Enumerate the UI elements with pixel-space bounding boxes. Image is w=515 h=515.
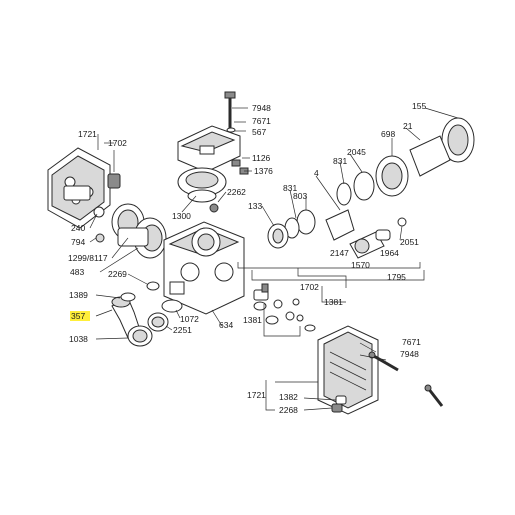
label-1126: 1126 bbox=[252, 153, 271, 163]
label-2045: 2045 bbox=[347, 147, 366, 157]
label-21: 21 bbox=[403, 121, 413, 131]
label-1300: 1300 bbox=[172, 211, 191, 221]
label-4: 4 bbox=[314, 168, 319, 178]
leader-lines bbox=[89, 107, 459, 411]
bolt-7948-top bbox=[224, 91, 236, 128]
label-155: 155 bbox=[412, 101, 426, 111]
label-1721-top: 1721 bbox=[78, 129, 97, 139]
label-2262: 2262 bbox=[227, 187, 246, 197]
cover-plate-1721-bottom bbox=[317, 325, 379, 415]
oring-2269 bbox=[146, 281, 160, 291]
valve-insert-set-1702 bbox=[253, 283, 316, 332]
label-1570: 1570 bbox=[351, 260, 370, 270]
label-1382: 1382 bbox=[279, 392, 298, 402]
bearing-21 bbox=[409, 135, 451, 177]
pin-1964 bbox=[375, 229, 391, 241]
seal-2045 bbox=[353, 171, 375, 201]
clip-2051 bbox=[397, 217, 407, 227]
plug-1382 bbox=[335, 395, 347, 405]
oring-1389 bbox=[120, 292, 136, 302]
highlight-357 bbox=[70, 311, 90, 321]
sleeve-133 bbox=[267, 223, 289, 249]
label-240: 240 bbox=[71, 223, 85, 233]
plug-2268 bbox=[331, 403, 343, 413]
label-1376: 1376 bbox=[254, 166, 273, 176]
connecting-rod-1570 bbox=[349, 231, 385, 259]
label-634: 634 bbox=[219, 320, 233, 330]
label-2051: 2051 bbox=[400, 237, 419, 247]
label-1381-right: 1381 bbox=[324, 297, 343, 307]
nut-1038 bbox=[127, 325, 153, 347]
label-794: 794 bbox=[71, 237, 85, 247]
label-1702-top: 1702 bbox=[108, 138, 127, 148]
bolt-7948-bottom bbox=[368, 351, 399, 372]
label-7948-top: 7948 bbox=[252, 103, 271, 113]
washer-7671-top bbox=[226, 127, 236, 133]
label-803: 803 bbox=[293, 191, 307, 201]
label-2269: 2269 bbox=[108, 269, 127, 279]
label-1389: 1389 bbox=[69, 290, 88, 300]
label-2147: 2147 bbox=[330, 248, 349, 258]
label-1964: 1964 bbox=[380, 248, 399, 258]
ring-831 bbox=[336, 182, 352, 206]
label-831-mid: 831 bbox=[283, 183, 297, 193]
port-fitting-1072 bbox=[161, 299, 183, 313]
diaphragm-disc-483 bbox=[117, 217, 167, 259]
label-1702-bottom: 1702 bbox=[300, 282, 319, 292]
label-1721-bottom: 1721 bbox=[247, 390, 266, 400]
label-1795: 1795 bbox=[387, 272, 406, 282]
label-1381-left: 1381 bbox=[243, 315, 262, 325]
label-1299-8117: 1299/8117 bbox=[68, 253, 108, 263]
label-7671-bottom: 7671 bbox=[402, 337, 421, 347]
label-698: 698 bbox=[381, 129, 395, 139]
label-133: 133 bbox=[248, 201, 262, 211]
label-831-top: 831 bbox=[333, 156, 347, 166]
label-1038: 1038 bbox=[69, 334, 88, 344]
label-483: 483 bbox=[70, 267, 84, 277]
label-357[interactable]: 357 bbox=[71, 311, 85, 321]
filter-block-top bbox=[177, 125, 241, 173]
shaft-698 bbox=[375, 155, 409, 197]
pump-body-634 bbox=[163, 221, 245, 315]
label-7671-top: 7671 bbox=[252, 116, 271, 126]
cover-plate-1721-top bbox=[47, 147, 111, 229]
screw-1702-top bbox=[107, 150, 121, 189]
ring-803 bbox=[296, 209, 316, 235]
label-2268: 2268 bbox=[279, 405, 298, 415]
nut-2262 bbox=[209, 203, 219, 213]
bolt-2 bbox=[424, 384, 444, 407]
label-7948-bottom: 7948 bbox=[400, 349, 419, 359]
label-1072: 1072 bbox=[180, 314, 199, 324]
valve-cup-1300 bbox=[177, 167, 227, 203]
small-parts-240-794 bbox=[93, 206, 105, 243]
label-567: 567 bbox=[252, 127, 266, 137]
label-2251: 2251 bbox=[173, 325, 192, 335]
plug-2251 bbox=[147, 312, 169, 332]
eccentric-2147 bbox=[325, 209, 355, 241]
screws-1126-1376 bbox=[231, 159, 249, 175]
